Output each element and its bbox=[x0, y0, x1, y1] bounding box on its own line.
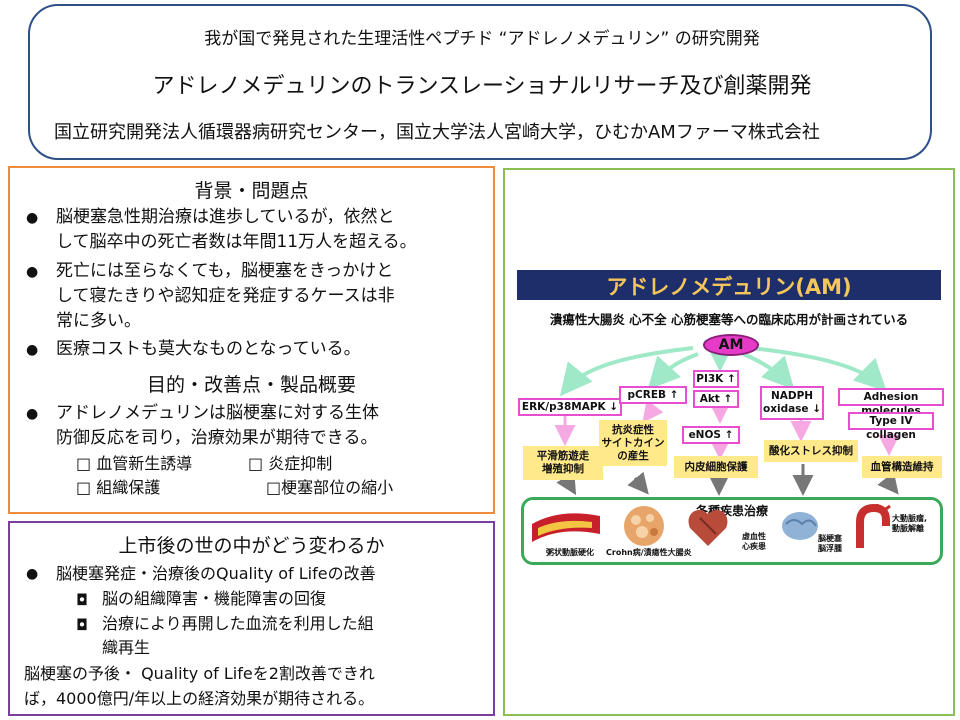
header-subtitle: 我が国で発見された生理活性ペプチド “アドレノメデュリン” の研究開発 bbox=[204, 29, 760, 49]
effect-smooth-line-2: 増殖抑制 bbox=[542, 463, 584, 475]
background-panel: 背景・問題点 ● 脳梗塞急性期治療は進歩しているが，依然と して脳卒中の死亡者数… bbox=[8, 166, 495, 514]
brain-illustration-icon bbox=[782, 512, 818, 540]
background-title: 背景・問題点 bbox=[194, 180, 309, 202]
arrow-to-erk bbox=[559, 346, 694, 397]
aorta-illustration-icon bbox=[856, 504, 891, 548]
effect-anti-inflammatory: 抗炎症性 サイトカイン の産生 bbox=[599, 420, 667, 466]
disease-illustrations bbox=[532, 504, 891, 548]
arrow-smooth-to-treatment bbox=[556, 471, 577, 496]
arrow-to-nadph bbox=[742, 352, 795, 390]
impact-conclusion-line-2: ば，4000億円/年以上の経済効果が期待される。 bbox=[24, 689, 375, 708]
arrow-to-pcreb bbox=[647, 352, 699, 390]
intestine-illustration-icon bbox=[624, 506, 664, 546]
square-bullet-icon: ◘ bbox=[76, 616, 88, 634]
arrow-antiinflam-to-treatment bbox=[627, 471, 649, 495]
pathway-enos: eNOS ↑ bbox=[682, 426, 740, 444]
impact-panel: 上市後の世の中がどう変わるか ● 脳梗塞発症・治療後のQuality of Li… bbox=[8, 521, 495, 716]
effect-endothelial: 内皮細胞保護 bbox=[674, 456, 758, 478]
caption-atherosclerosis: 粥状動脈硬化 bbox=[546, 548, 594, 557]
caption-edema: 脳浮腫 bbox=[818, 544, 842, 553]
effect-antiinflam-line-3: の産生 bbox=[617, 450, 649, 462]
diagram-arrows bbox=[554, 340, 900, 496]
heart-illustration-icon bbox=[688, 509, 728, 546]
check-infarct-reduction: □梗塞部位の縮小 bbox=[266, 478, 394, 497]
pathway-akt: Akt ↑ bbox=[693, 390, 739, 408]
background-bullet-1-line-1: 脳梗塞急性期治療は進歩しているが，依然と bbox=[56, 207, 395, 227]
check-anti-inflammation: □ 炎症抑制 bbox=[248, 454, 333, 473]
am-center-node: AM bbox=[703, 334, 759, 356]
bullet-icon: ● bbox=[26, 210, 39, 226]
background-bullet-2-line-2: して寝たきりや認知症を発症するケースは非 bbox=[56, 286, 395, 306]
caption-crohn: Crohn病/潰瘍性大腸炎 bbox=[606, 548, 692, 557]
impact-bullet: 脳梗塞発症・治療後のQuality of Lifeの改善 bbox=[56, 564, 376, 583]
artery-illustration-icon bbox=[532, 513, 600, 542]
impact-sub-2-line-1: 治療により再開した血流を利用した組 bbox=[102, 614, 374, 633]
caption-aneurysm-line-2: 動脈解離 bbox=[892, 524, 924, 533]
background-bullet-1-line-2: して脳卒中の死亡者数は年間11万人を超える。 bbox=[56, 232, 417, 252]
check-tissue-protection: □ 組織保護 bbox=[76, 478, 161, 497]
effect-vascular-structure: 血管構造維持 bbox=[862, 456, 942, 478]
effect-antiinflam-line-1: 抗炎症性 bbox=[612, 424, 654, 436]
impact-title: 上市後の世の中がどう変わるか bbox=[118, 535, 385, 557]
am-banner-title: アドレノメデュリン(AM) bbox=[606, 275, 852, 299]
purpose-line-2: 防御反応を司り，治療効果が期待できる。 bbox=[56, 428, 378, 448]
purpose-title: 目的・改善点・製品概要 bbox=[146, 374, 356, 396]
impact-sub-1: 脳の組織障害・機能障害の回復 bbox=[102, 589, 327, 608]
bullet-icon: ● bbox=[26, 566, 39, 582]
effect-oxidative-stress: 酸化ストレス抑制 bbox=[764, 440, 858, 462]
pathway-pi3k: PI3K ↑ bbox=[693, 370, 739, 388]
am-banner bbox=[517, 270, 941, 300]
effect-smooth-muscle: 平滑筋遊走 増殖抑制 bbox=[523, 446, 603, 480]
arrow-pcreb-to-antiinflam bbox=[642, 399, 664, 423]
square-bullet-icon: ◘ bbox=[76, 591, 88, 609]
impact-sub-2-line-2: 織再生 bbox=[102, 638, 151, 657]
pathway-erk: ERK/p38MAPK ↓ bbox=[518, 398, 622, 416]
background-bullet-3: 医療コストも莫大なものとなっている。 bbox=[56, 339, 361, 359]
caption-aneurysm-line-1: 大動脈瘤, bbox=[892, 514, 928, 523]
impact-conclusion-line-1: 脳梗塞の予後・ Quality of Lifeを2割改善できれ bbox=[24, 664, 375, 683]
caption-ischemic-line-2: 心疾患 bbox=[742, 542, 766, 551]
effect-smooth-line-1: 平滑筋遊走 bbox=[536, 450, 590, 462]
bullet-icon: ● bbox=[26, 342, 39, 358]
header-title: アドレノメデュリンのトランスレーショナルリサーチ及び創薬開発 bbox=[152, 74, 812, 99]
pathway-nadph: NADPH oxidase ↓ bbox=[760, 386, 824, 420]
header-organizations: 国立研究開発法人循環器病研究センター，国立大学法人宮崎大学，ひむかAMファーマ株… bbox=[54, 122, 820, 143]
pathway-adhesion: Adhesion molecules bbox=[838, 388, 944, 417]
caption-infarction: 脳梗塞 bbox=[818, 534, 842, 543]
background-bullet-2-line-1: 死亡には至らなくても，脳梗塞をきっかけと bbox=[56, 261, 394, 281]
pathway-nadph-line-2: oxidase ↓ bbox=[762, 403, 821, 415]
header-panel: 我が国で発見された生理活性ペプチド “アドレノメデュリン” の研究開発 アドレノ… bbox=[28, 4, 932, 160]
arrow-vessel-to-treatment bbox=[877, 471, 899, 495]
pathway-nadph-line-1: NADPH bbox=[770, 390, 814, 402]
pathway-type4: Type IV collagen bbox=[848, 412, 934, 441]
caption-ischemic-line-1: 虚血性 bbox=[742, 532, 766, 541]
arrow-to-adhesion bbox=[750, 346, 887, 392]
clinical-note: 潰瘍性大腸炎 心不全 心筋梗塞等への臨床応用が計画されている bbox=[549, 312, 909, 327]
bullet-icon: ● bbox=[26, 264, 39, 280]
background-bullet-2-line-3: 常に多い。 bbox=[56, 311, 141, 331]
effect-antiinflam-line-2: サイトカイン bbox=[601, 437, 665, 449]
check-angiogenesis: □ 血管新生誘導 bbox=[76, 454, 193, 473]
bullet-icon: ● bbox=[26, 406, 39, 422]
purpose-line-1: アドレノメデュリンは脳梗塞に対する生体 bbox=[56, 403, 379, 423]
pathway-pcreb: pCREB ↑ bbox=[619, 386, 687, 404]
